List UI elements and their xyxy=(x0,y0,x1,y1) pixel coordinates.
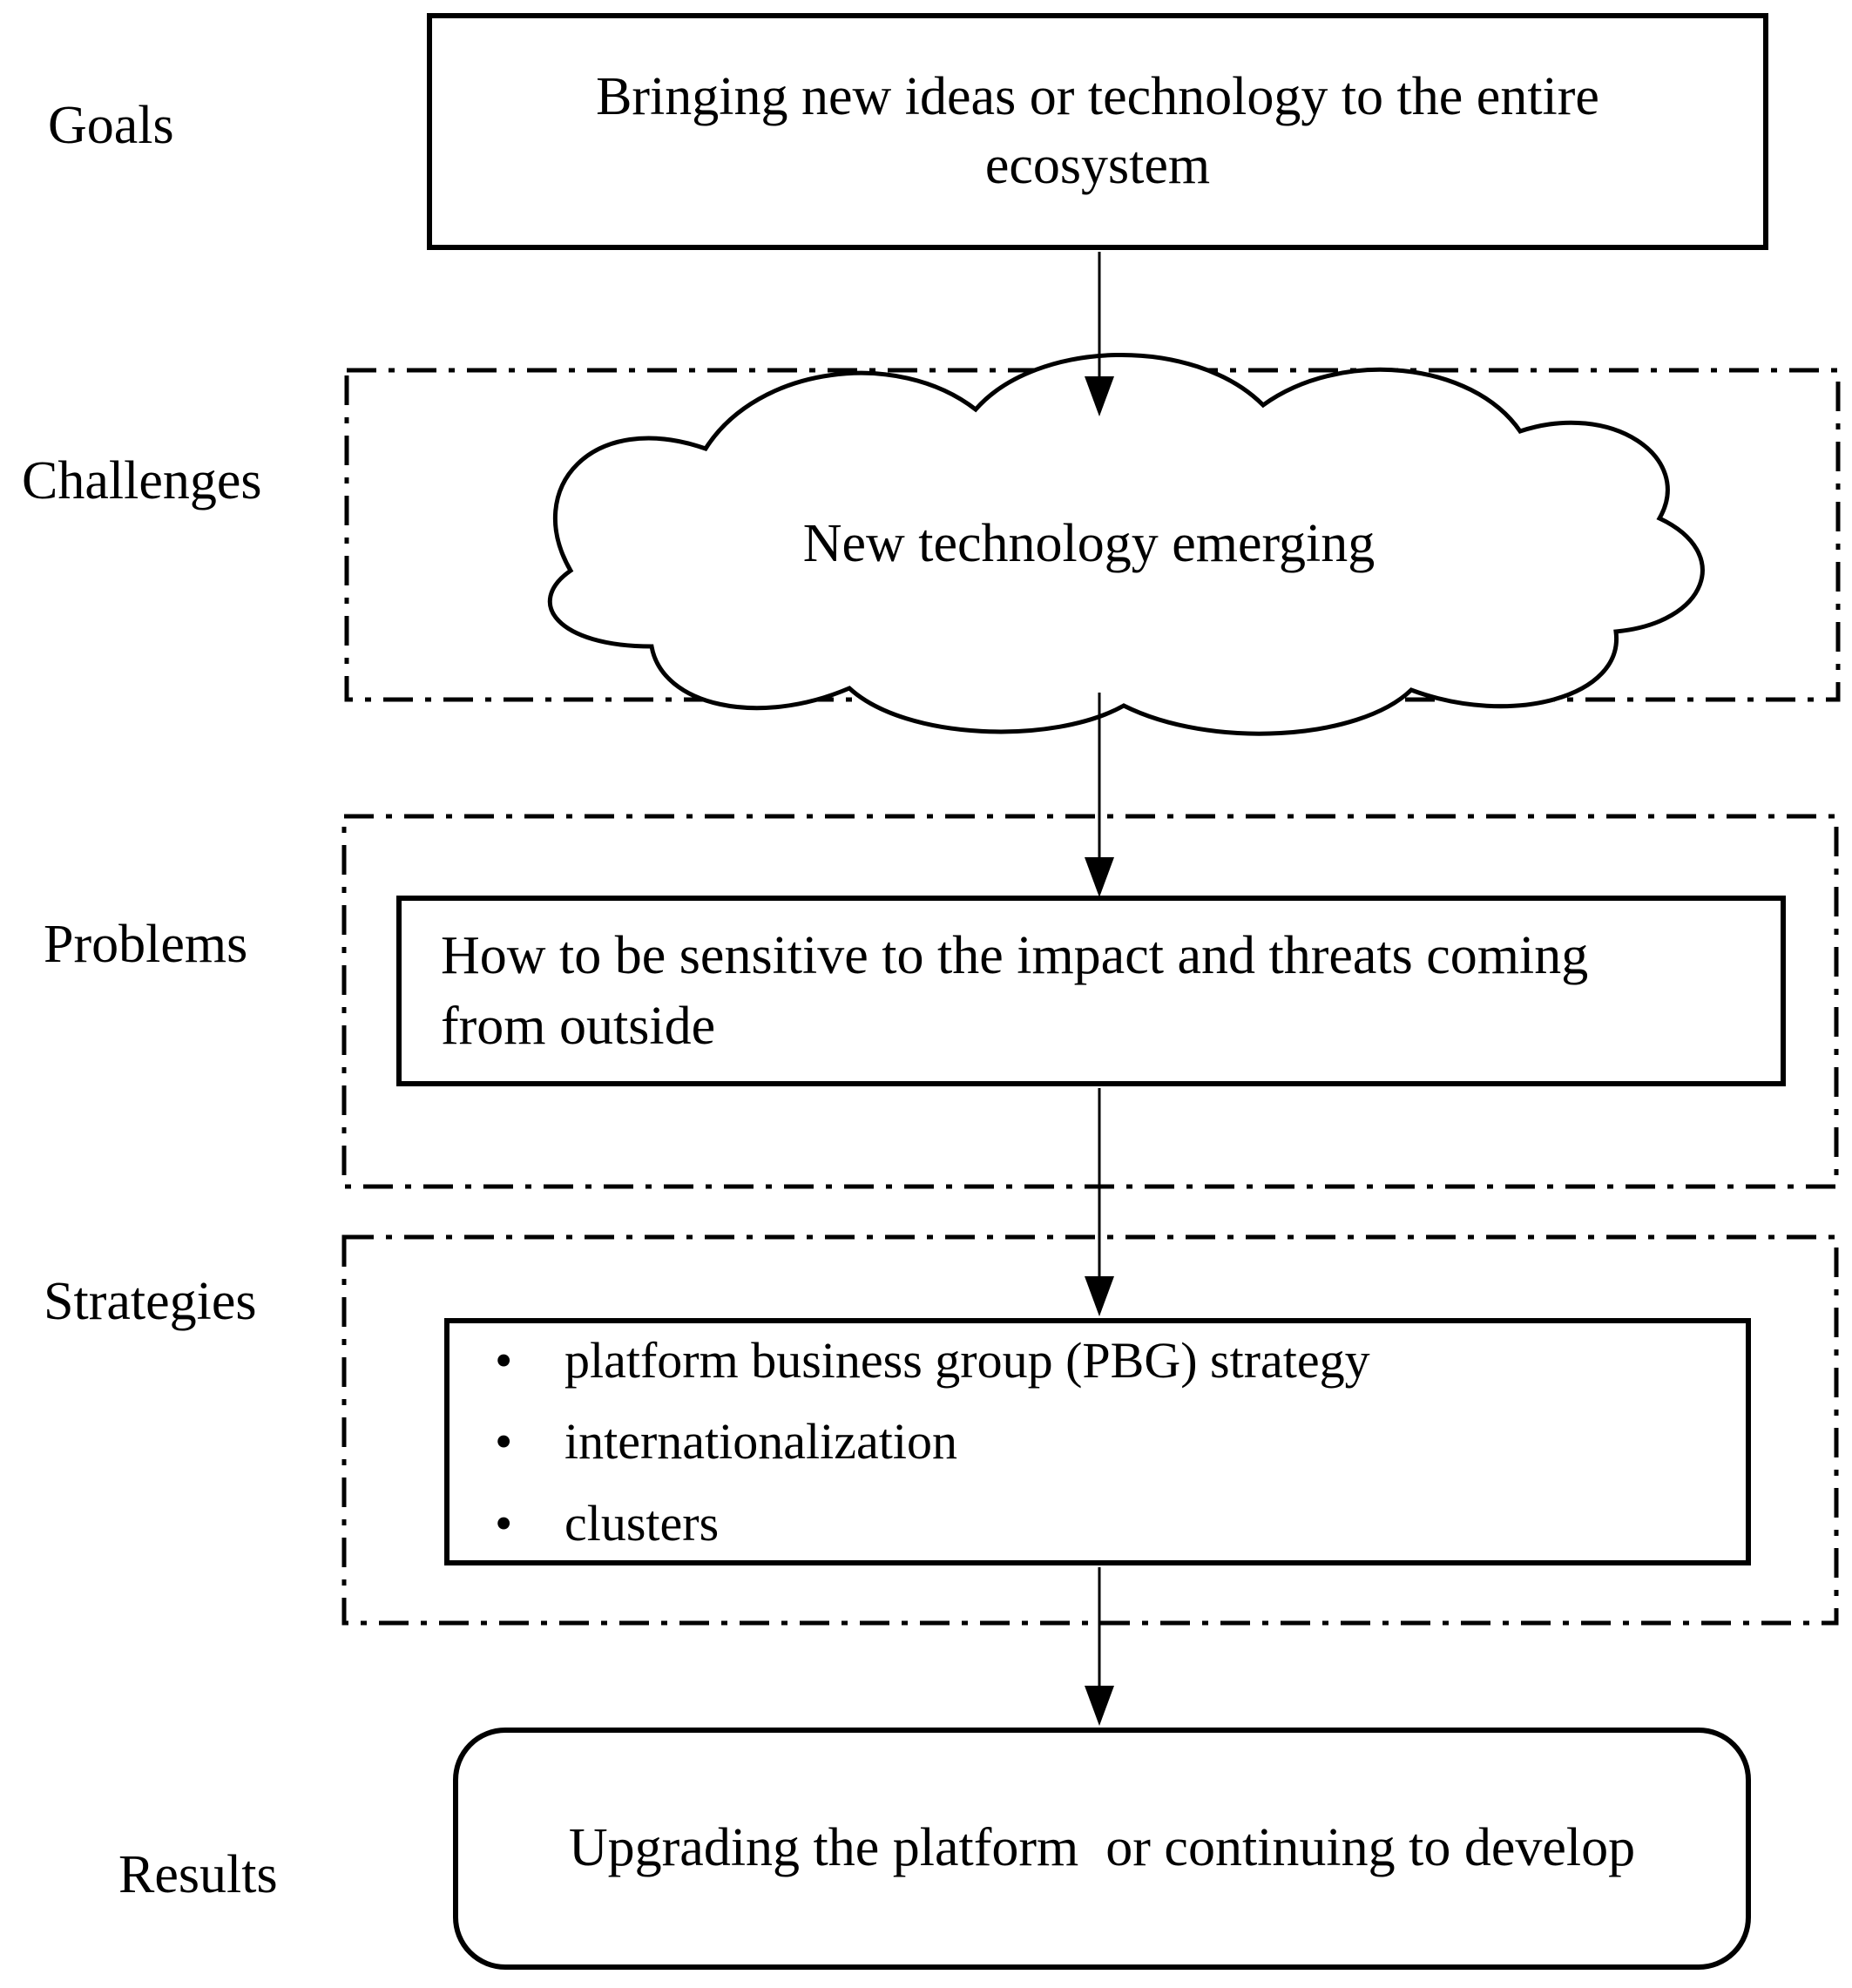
bullet-icon: • xyxy=(495,1494,513,1552)
goal-box-text: Bringing new ideas or technology to the … xyxy=(596,66,1599,195)
problems-container-border xyxy=(341,814,1839,1189)
row-label-goals: Goals xyxy=(48,96,174,155)
strategies-container-border xyxy=(341,1234,1839,1626)
strategy-item: • platform business group (PBG) strategy xyxy=(495,1330,1746,1391)
strategy-item: • internationalization xyxy=(495,1411,1746,1472)
arrow-challenges-to-problems-head xyxy=(1085,857,1114,897)
bullet-icon: • xyxy=(495,1413,513,1471)
arrow-problems-to-strategies-head xyxy=(1085,1276,1114,1316)
strategy-item-text: clusters xyxy=(564,1494,720,1552)
strategy-box: • platform business group (PBG) strategy… xyxy=(444,1318,1751,1565)
arrow-goals-to-challenges-head xyxy=(1085,376,1114,416)
arrow-strategies-to-results-head xyxy=(1085,1686,1114,1726)
problem-box-text: How to be sensitive to the impact and th… xyxy=(441,925,1589,1056)
cloud-shape xyxy=(547,353,1705,736)
result-box-text: Upgrading the platform or continuing to … xyxy=(568,1818,1636,1878)
challenge-cloud-label: New technology emerging xyxy=(802,514,1375,573)
problem-box: How to be sensitive to the impact and th… xyxy=(396,896,1786,1086)
bullet-icon: • xyxy=(495,1331,513,1389)
row-label-results: Results xyxy=(118,1845,278,1904)
result-box: Upgrading the platform or continuing to … xyxy=(453,1728,1751,1970)
strategy-item: • clusters xyxy=(495,1493,1746,1554)
strategy-item-text: platform business group (PBG) strategy xyxy=(564,1331,1370,1389)
strategy-item-text: internationalization xyxy=(564,1413,957,1471)
goal-box: Bringing new ideas or technology to the … xyxy=(427,13,1768,250)
row-label-challenges: Challenges xyxy=(22,451,262,511)
row-label-problems: Problems xyxy=(44,915,248,974)
row-label-strategies: Strategies xyxy=(44,1272,257,1331)
